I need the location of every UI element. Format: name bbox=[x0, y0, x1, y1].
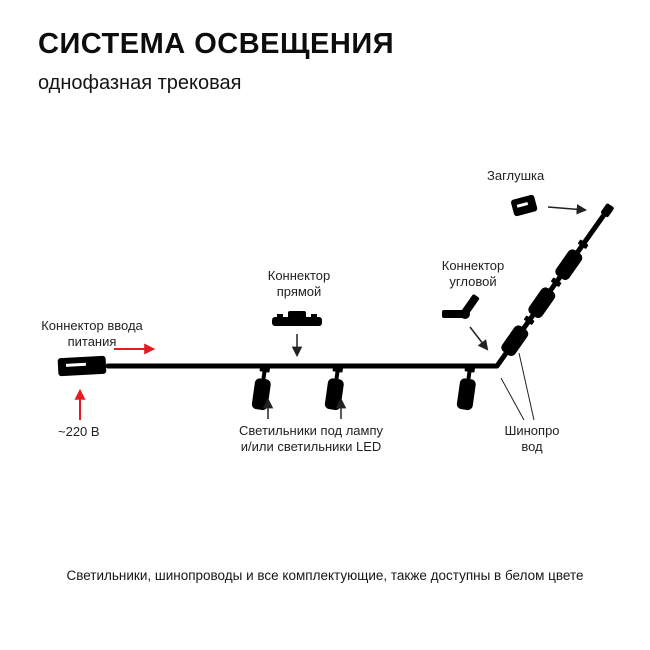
power-input-label: Коннектор ввода питания bbox=[41, 318, 143, 349]
spotlight-icon bbox=[324, 366, 344, 411]
spotlight-icon bbox=[251, 366, 271, 411]
corner-connector-label: Коннектор угловой bbox=[441, 258, 505, 289]
page-subtitle: однофазная трековая bbox=[38, 72, 242, 94]
voltage-label: ~220 В bbox=[58, 424, 100, 439]
track-pointer-line bbox=[500, 377, 525, 421]
spotlight-icon bbox=[555, 239, 589, 281]
straight-connector-icon bbox=[272, 311, 322, 326]
spotlight-icon bbox=[456, 366, 476, 411]
end-cap-label: Заглушка bbox=[487, 168, 545, 183]
track-pointer-line bbox=[518, 352, 535, 421]
track-end-cap bbox=[601, 203, 614, 217]
page-title: СИСТЕМА ОСВЕЩЕНИЯ bbox=[38, 28, 395, 60]
track-line bbox=[105, 209, 609, 369]
straight-connector-label: Коннектор прямой bbox=[267, 268, 331, 299]
corner-connector-arrow-icon bbox=[469, 326, 489, 351]
spotlight-icon bbox=[528, 277, 562, 319]
corner-connector-icon bbox=[442, 294, 480, 319]
end-cap-arrow-icon bbox=[547, 204, 588, 215]
spotlight-icon bbox=[501, 315, 535, 357]
fixtures-label: Светильники под лампу и/или светильники … bbox=[239, 423, 383, 454]
track-label: Шинопро вод bbox=[504, 423, 560, 454]
footer-note: Светильники, шинопроводы и все комплекту… bbox=[66, 568, 584, 583]
end-cap-icon bbox=[511, 194, 538, 217]
power-connector-icon bbox=[57, 355, 107, 377]
